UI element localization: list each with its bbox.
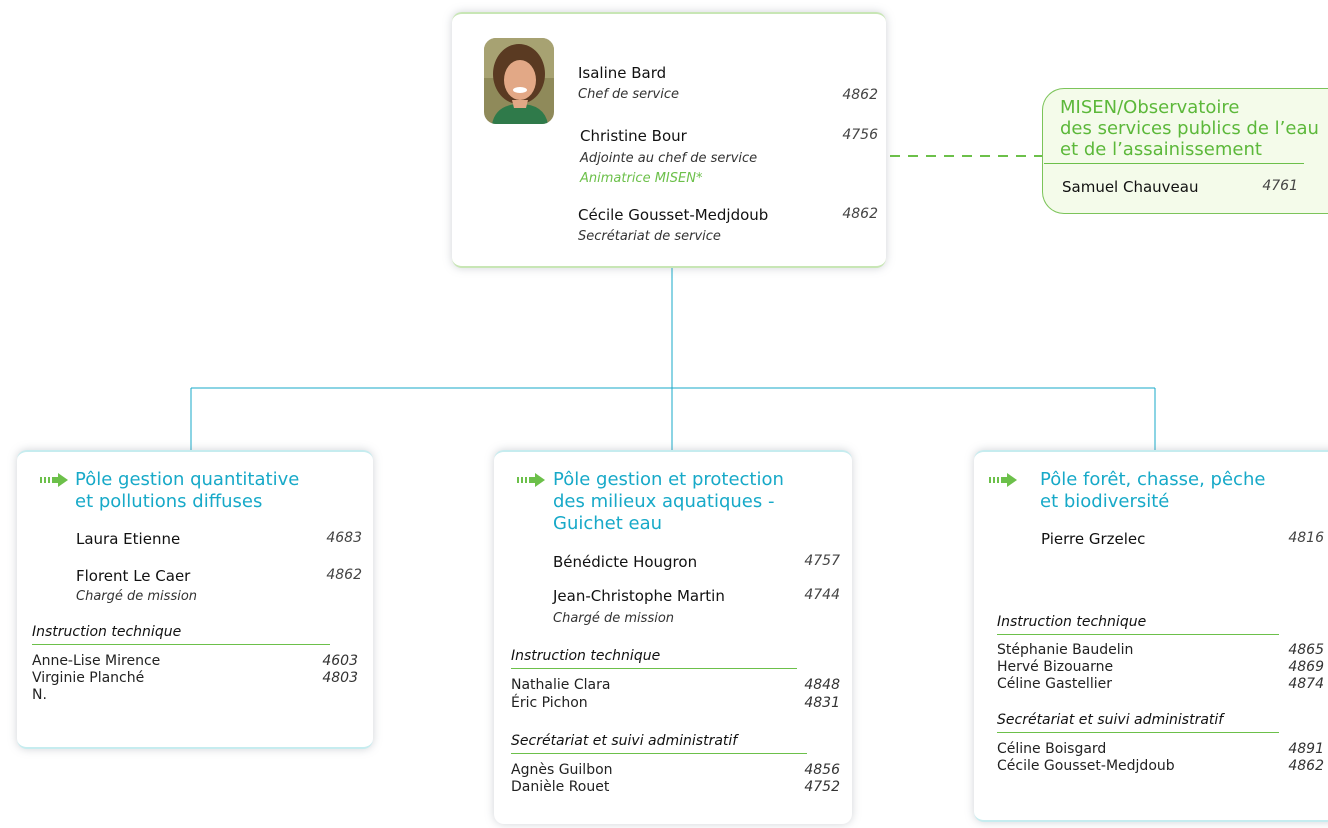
misen-title-line3: et de l’assainissement [1060, 139, 1262, 160]
pole1-staff-name: Virginie Planché [32, 670, 145, 686]
pole3-staff-phone: 4862 [1288, 758, 1324, 774]
pole1-lead1-name: Laura Etienne [76, 530, 181, 548]
deputy-phone: 4756 [842, 127, 878, 143]
pole2-title-line1: Pôle gestion et protection [553, 469, 784, 490]
pole3-staff-phone: 4869 [1288, 659, 1324, 675]
pole1-lead2-role: Chargé de mission [76, 589, 198, 604]
misen-title-line1: MISEN/Observatoire [1060, 97, 1240, 118]
pole1-lead1-phone: 4683 [326, 530, 362, 546]
arrow-icon [40, 473, 68, 487]
pole2-title-line2: des milieux aquatiques - [553, 491, 775, 512]
pole1-lead2-name: Florent Le Caer [76, 567, 191, 585]
pole3-staff-name: Céline Boisgard [997, 741, 1107, 757]
pole2-lead2-name: Jean-Christophe Martin [553, 587, 725, 605]
deputy-role: Adjointe au chef de service [580, 151, 758, 166]
pole1-title-line2: et pollutions diffuses [75, 491, 263, 512]
pole3-section2-rule [997, 732, 1279, 733]
secretary-name: Cécile Gousset-Medjdoub [578, 206, 769, 224]
pole1-staff-name: Anne-Lise Mirence [32, 653, 161, 669]
deputy-name: Christine Bour [580, 127, 687, 145]
pole3-section1: Instruction technique [997, 614, 1147, 630]
pole1-title-line1: Pôle gestion quantitative [75, 469, 300, 490]
pole2-staff-phone: 4856 [804, 762, 840, 778]
misen-phone: 4761 [1262, 178, 1298, 194]
pole2-lead1-phone: 4757 [804, 553, 840, 569]
arrow-icon [517, 473, 545, 487]
pole3-title-line1: Pôle forêt, chasse, pêche [1040, 469, 1266, 490]
pole1-lead2-phone: 4862 [326, 567, 362, 583]
pole3-lead1-name: Pierre Grzelec [1041, 530, 1146, 548]
misen-divider [1044, 163, 1304, 164]
pole2-staff-phone: 4831 [804, 695, 840, 711]
pole2-section2: Secrétariat et suivi administratif [511, 733, 738, 749]
pole3-staff-phone: 4874 [1288, 676, 1324, 692]
deputy-role2: Animatrice MISEN* [580, 171, 703, 186]
pole3-staff-name: Céline Gastellier [997, 676, 1112, 692]
pole2-staff-name: Éric Pichon [511, 695, 588, 711]
arrow-icon [989, 473, 1017, 487]
pole2-staff-phone: 4752 [804, 779, 840, 795]
pole2-section1: Instruction technique [511, 648, 661, 664]
pole3-staff-name: Stéphanie Baudelin [997, 642, 1134, 658]
pole2-title-line3: Guichet eau [553, 513, 663, 534]
pole3-title-line2: et biodiversité [1040, 491, 1170, 512]
secretary-role: Secrétariat de service [578, 229, 721, 244]
pole2-section2-rule [511, 753, 807, 754]
pole1-card [17, 450, 373, 749]
portrait-photo [484, 38, 554, 124]
secretary-phone: 4862 [842, 206, 878, 222]
pole1-staff-name: N. [32, 687, 47, 703]
pole3-section2: Secrétariat et suivi administratif [997, 712, 1224, 728]
pole2-staff-name: Nathalie Clara [511, 677, 611, 693]
pole3-staff-phone: 4865 [1288, 642, 1324, 658]
misen-box [1042, 88, 1328, 214]
pole3-staff-name: Hervé Bizouarne [997, 659, 1114, 675]
pole2-staff-name: Agnès Guilbon [511, 762, 613, 778]
pole1-section1: Instruction technique [32, 624, 182, 640]
head-phone: 4862 [842, 87, 878, 103]
pole1-staff-phone: 4803 [322, 670, 358, 686]
head-role: Chef de service [578, 87, 679, 102]
pole2-section1-rule [511, 668, 797, 669]
pole2-staff-phone: 4848 [804, 677, 840, 693]
pole3-lead1-phone: 4816 [1288, 530, 1324, 546]
pole3-staff-phone: 4891 [1288, 741, 1324, 757]
pole1-section1-rule [32, 644, 330, 645]
pole3-staff-name: Cécile Gousset-Medjdoub [997, 758, 1175, 774]
pole2-lead2-role: Chargé de mission [553, 611, 675, 626]
pole2-staff-name: Danièle Rouet [511, 779, 610, 795]
pole2-lead2-phone: 4744 [804, 587, 840, 603]
misen-person: Samuel Chauveau [1062, 178, 1199, 196]
head-name: Isaline Bard [578, 64, 667, 82]
pole2-lead1-name: Bénédicte Hougron [553, 553, 698, 571]
pole1-staff-phone: 4603 [322, 653, 358, 669]
pole3-section1-rule [997, 634, 1279, 635]
pole3-card [974, 450, 1328, 822]
pole2-card [494, 450, 852, 824]
misen-title-line2: des services publics de l’eau [1060, 118, 1319, 139]
